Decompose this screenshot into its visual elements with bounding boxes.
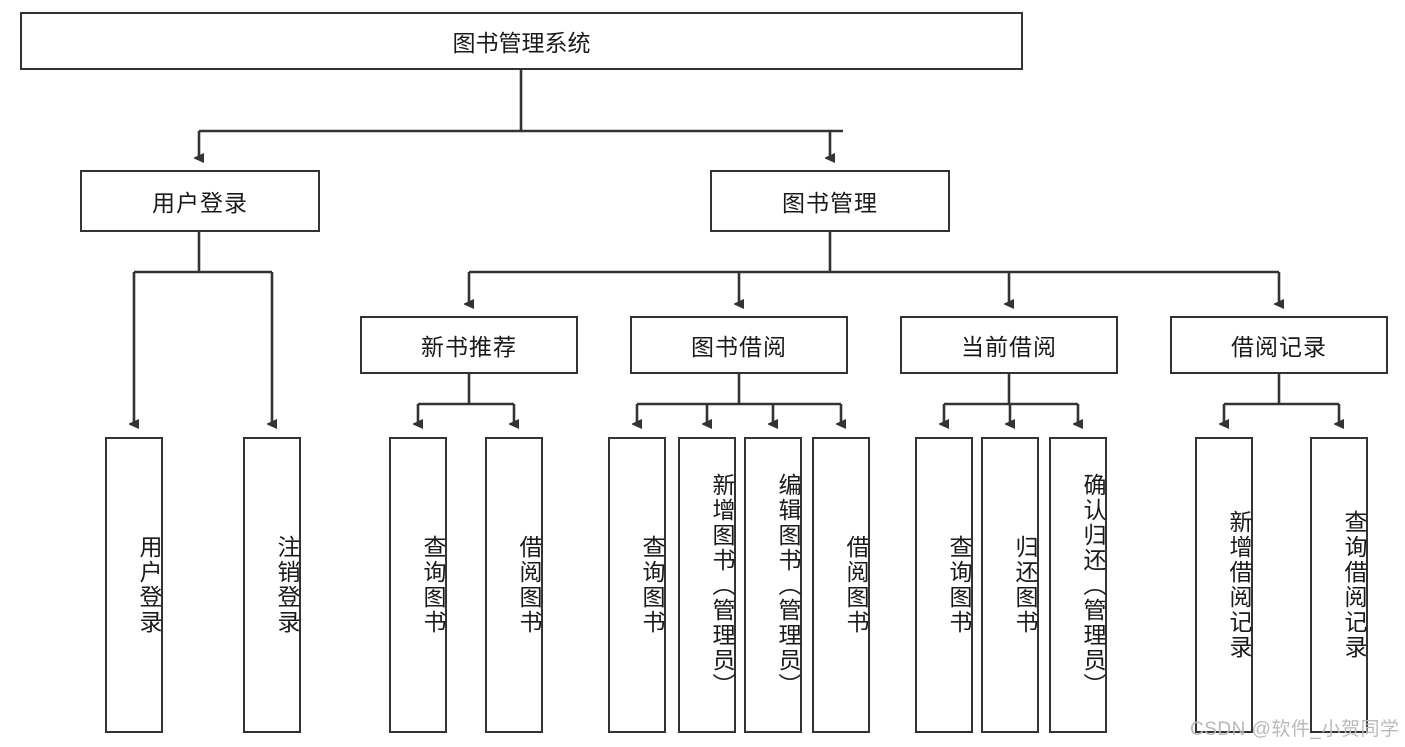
node-label: 新书推荐 xyxy=(421,334,517,360)
node-root[interactable]: 图书管理系统 xyxy=(20,12,1023,70)
node-label: 归还图书 xyxy=(1012,535,1038,635)
node-label: 当前借阅 xyxy=(961,334,1057,360)
node-leaf-user-login[interactable]: 用户登录 xyxy=(105,437,163,733)
node-label: 编辑图书（管理员） xyxy=(775,472,801,698)
node-leaf-query-book-1[interactable]: 查询图书 xyxy=(389,437,447,733)
node-label: 用户登录 xyxy=(152,190,248,216)
node-leaf-query-record[interactable]: 查询借阅记录 xyxy=(1310,437,1368,733)
node-label: 确认归还（管理员） xyxy=(1080,472,1106,698)
node-label: 借阅记录 xyxy=(1231,334,1327,360)
node-label: 查询图书 xyxy=(420,535,446,635)
node-label: 查询图书 xyxy=(946,535,972,635)
node-leaf-borrow-book-2[interactable]: 借阅图书 xyxy=(812,437,870,733)
node-label: 新增图书（管理员） xyxy=(709,472,735,698)
node-new-book-rec[interactable]: 新书推荐 xyxy=(360,316,578,374)
node-book-manage[interactable]: 图书管理 xyxy=(710,170,950,232)
node-label: 新增借阅记录 xyxy=(1226,510,1252,660)
node-label: 图书管理系统 xyxy=(452,30,591,56)
node-label: 注销登录 xyxy=(274,535,300,635)
node-leaf-add-book[interactable]: 新增图书（管理员） xyxy=(678,437,736,733)
watermark: CSDN @软件_小贺同学 xyxy=(1190,719,1400,740)
node-leaf-borrow-book-1[interactable]: 借阅图书 xyxy=(485,437,543,733)
node-leaf-confirm-return[interactable]: 确认归还（管理员） xyxy=(1049,437,1107,733)
node-label: 查询借阅记录 xyxy=(1341,510,1367,660)
node-book-borrow[interactable]: 图书借阅 xyxy=(630,316,848,374)
node-label: 查询图书 xyxy=(639,535,665,635)
node-leaf-query-book-2[interactable]: 查询图书 xyxy=(608,437,666,733)
node-label: 图书管理 xyxy=(782,190,878,216)
node-label: 借阅图书 xyxy=(516,535,542,635)
node-label: 图书借阅 xyxy=(691,334,787,360)
node-leaf-logout[interactable]: 注销登录 xyxy=(243,437,301,733)
node-user-login[interactable]: 用户登录 xyxy=(80,170,320,232)
node-current-borrow[interactable]: 当前借阅 xyxy=(900,316,1118,374)
node-leaf-edit-book[interactable]: 编辑图书（管理员） xyxy=(744,437,802,733)
node-leaf-return-book[interactable]: 归还图书 xyxy=(981,437,1039,733)
node-leaf-add-record[interactable]: 新增借阅记录 xyxy=(1195,437,1253,733)
node-label: 用户登录 xyxy=(136,535,162,635)
node-label: 借阅图书 xyxy=(843,535,869,635)
node-leaf-query-book-3[interactable]: 查询图书 xyxy=(915,437,973,733)
node-borrow-record[interactable]: 借阅记录 xyxy=(1170,316,1388,374)
